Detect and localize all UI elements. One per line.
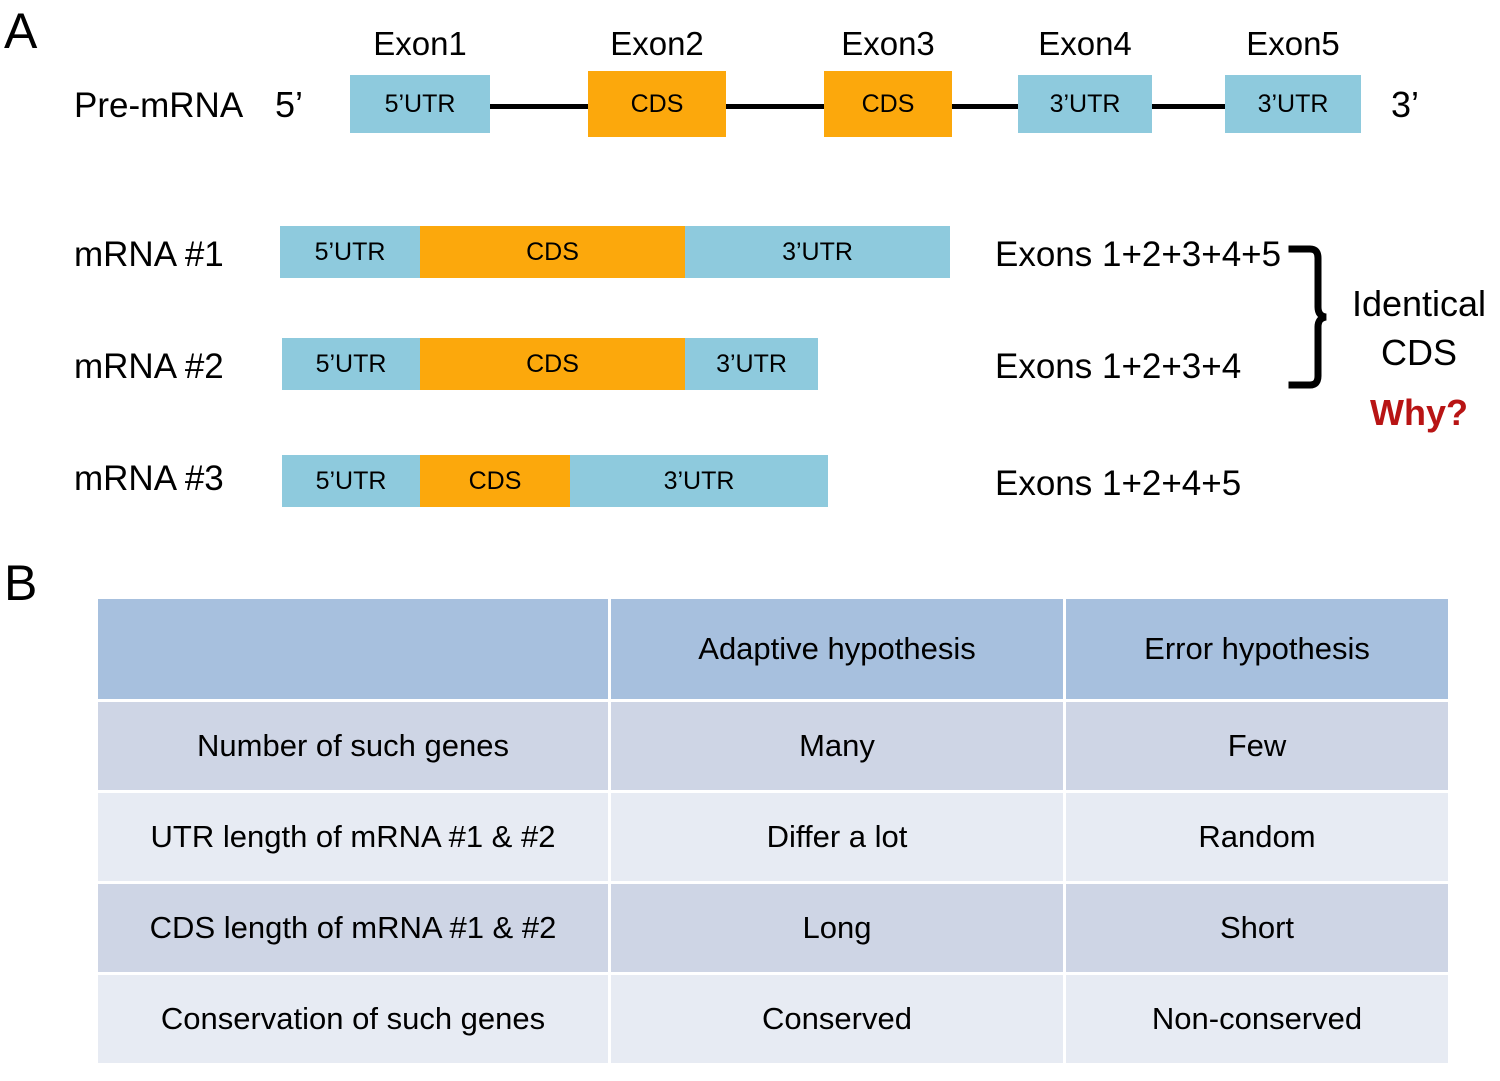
exon-list-mrna-2: Exons 1+2+3+4 [995,347,1242,386]
panel-label-b: B [4,555,38,611]
row-label-mrna-1: mRNA #1 [74,235,224,274]
intron-line-3-4 [951,104,1019,109]
exon-list-mrna-3: Exons 1+2+4+5 [995,464,1242,503]
panel-label-a: A [4,3,38,59]
exon-box-2: CDS [588,71,726,137]
mrna-2-three-utr: 3’UTR [685,338,818,390]
mrna-1-three-utr: 3’UTR [685,226,950,278]
table-cell-adaptive: Long [611,884,1063,972]
table-cell-label: Number of such genes [98,702,608,790]
table-cell-error: Non-conserved [1066,975,1448,1063]
five-prime-marker: 5’ [275,84,304,125]
exon-list-mrna-1: Exons 1+2+3+4+5 [995,235,1282,274]
table-cell-adaptive: Conserved [611,975,1063,1063]
exon-caption-5: Exon5 [1246,25,1340,62]
table-cell-error: Few [1066,702,1448,790]
table-row: UTR length of mRNA #1 & #2 Differ a lot … [98,793,1448,881]
exon-box-4: 3’UTR [1018,75,1152,133]
table-row: Conservation of such genes Conserved Non… [98,975,1448,1063]
table-cell-error: Short [1066,884,1448,972]
table-header-adaptive: Adaptive hypothesis [611,599,1063,699]
mrna-1-five-utr: 5’UTR [280,226,420,278]
table-cell-label: CDS length of mRNA #1 & #2 [98,884,608,972]
identical-cds-line-1: Identical [1351,283,1487,324]
intron-line-2-3 [725,104,825,109]
intron-line-1-2 [489,104,589,109]
intron-line-4-5 [1151,104,1226,109]
exon-caption-4: Exon4 [1038,25,1132,62]
exon-caption-2: Exon2 [610,25,704,62]
identical-cds-bracket [1288,245,1327,389]
exon-box-5: 3’UTR [1225,75,1361,133]
identical-cds-line-2: CDS [1380,332,1457,373]
exon-caption-3: Exon3 [841,25,935,62]
why-question-label: Why? [1370,392,1468,433]
row-label-mrna-2: mRNA #2 [74,347,224,386]
mrna-3-cds: CDS [420,455,570,507]
table-cell-label: Conservation of such genes [98,975,608,1063]
table-row: CDS length of mRNA #1 & #2 Long Short [98,884,1448,972]
table-header-blank [98,599,608,699]
mrna-3-five-utr: 5’UTR [282,455,420,507]
exon-caption-1: Exon1 [373,25,467,62]
mrna-1-cds: CDS [420,226,685,278]
row-label-mrna-3: mRNA #3 [74,459,224,498]
exon-box-1: 5’UTR [350,75,490,133]
three-prime-marker: 3’ [1391,84,1420,125]
table-cell-adaptive: Differ a lot [611,793,1063,881]
row-label-pre-mrna: Pre-mRNA [74,86,244,125]
hypothesis-comparison-table: Adaptive hypothesis Error hypothesis Num… [95,596,1451,1066]
table-header-row: Adaptive hypothesis Error hypothesis [98,599,1448,699]
table-row: Number of such genes Many Few [98,702,1448,790]
mrna-3-three-utr: 3’UTR [570,455,828,507]
mrna-2-five-utr: 5’UTR [282,338,420,390]
table-cell-adaptive: Many [611,702,1063,790]
mrna-2-cds: CDS [420,338,685,390]
table-cell-label: UTR length of mRNA #1 & #2 [98,793,608,881]
table-header-error: Error hypothesis [1066,599,1448,699]
exon-box-3: CDS [824,71,952,137]
table-cell-error: Random [1066,793,1448,881]
